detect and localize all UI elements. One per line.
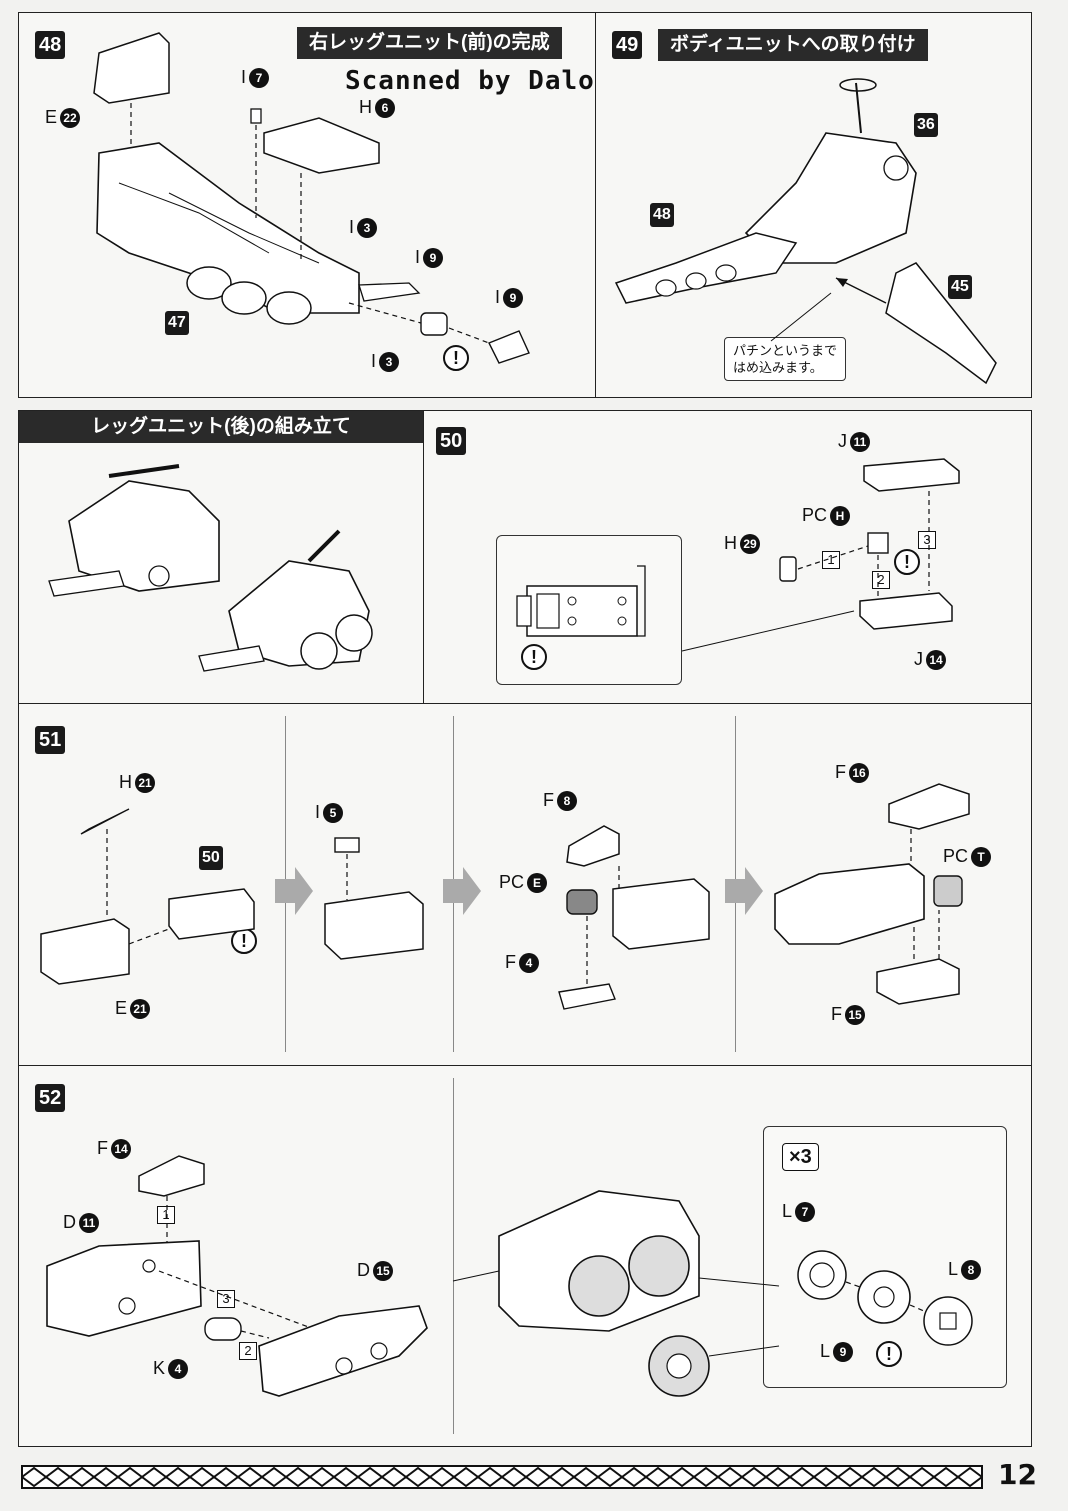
order-3: 3 (918, 531, 936, 549)
part-badge: T (971, 846, 992, 867)
ref-50: 50 (199, 846, 223, 870)
part-label-f8: F 8 (543, 790, 577, 811)
sub-step-47: 47 (165, 311, 189, 335)
wheel-inset: ×3 L 7 L 8 L 9 ! (763, 1126, 1007, 1388)
part-badge: 8 (557, 790, 577, 811)
inset-illustration (516, 565, 646, 637)
part-label-h21: H 21 (119, 772, 155, 793)
ref-45: 45 (948, 275, 972, 299)
part-label-pc-t: PC T (943, 846, 992, 867)
part-badge: 3 (379, 351, 400, 372)
ref-48: 48 (650, 203, 674, 227)
ref-36: 36 (914, 113, 938, 137)
step-50-panel: 50 J 11 PC H H 29 J 14 1 2 3 ! ! (423, 410, 1032, 704)
footer-chain-border (21, 1465, 983, 1489)
part-badge: 15 (845, 1004, 865, 1025)
rear-leg-section-title: レッグユニット(後)の組み立て (19, 411, 423, 443)
part-badge: 22 (60, 107, 81, 128)
step-52-panel: 52 F 14 D 11 D 15 K 4 1 2 3 ×3 L 7 L 8 L… (18, 1065, 1032, 1447)
part-label-j14: J 14 (914, 649, 946, 670)
part-badge: 11 (79, 1212, 99, 1233)
part-badge: 9 (503, 287, 524, 308)
step-50-illustration (681, 458, 960, 652)
part-badge: 21 (130, 998, 151, 1019)
part-label-i7: I 7 (241, 67, 270, 88)
part-badge: 3 (357, 217, 378, 238)
part-badge: 14 (111, 1138, 131, 1159)
part-label-i3b: I 3 (371, 351, 400, 372)
part-label-k4: K 4 (153, 1358, 189, 1379)
part-label-pc-e: PC E (499, 872, 548, 893)
part-label-f4: F 4 (505, 952, 539, 973)
part-label-i9b: I 9 (495, 287, 524, 308)
order-1: 1 (157, 1206, 175, 1224)
part-badge: 5 (323, 802, 344, 823)
part-label-l8: L 8 (948, 1259, 982, 1280)
body-attach-illustration (614, 78, 997, 385)
part-badge: 4 (519, 952, 539, 973)
step-49-title: ボディユニットへの取り付け (658, 29, 928, 61)
order-1: 1 (822, 551, 840, 569)
wheel-illustration (797, 1250, 973, 1346)
caution-icon: ! (521, 644, 547, 670)
part-badge: 15 (373, 1260, 393, 1281)
part-badge: 29 (740, 533, 760, 554)
part-badge: 7 (795, 1201, 816, 1222)
part-label-l7: L 7 (782, 1201, 816, 1222)
part-badge: 9 (833, 1341, 854, 1362)
part-label-f16: F 16 (835, 762, 869, 783)
part-label-pc-h: PC H (802, 505, 851, 526)
part-badge: 14 (926, 649, 946, 670)
step-51-panel: 51 H 21 E 21 50 ! I 5 F 8 PC E F 4 F 16 … (18, 703, 1032, 1066)
caution-icon: ! (894, 549, 920, 575)
step-51-number: 51 (35, 726, 66, 754)
step-48-panel: 48 右レッグユニット(前)の完成 E 22 I 7 H 6 I 3 I 9 I… (18, 12, 596, 398)
part-badge: 8 (961, 1259, 982, 1280)
caution-icon: ! (876, 1341, 902, 1367)
part-badge: 11 (850, 431, 870, 452)
step-49-panel: 49 ボディユニットへの取り付け 36 48 45 パチンというまで はめ込みま… (595, 12, 1032, 398)
caution-icon: ! (443, 345, 469, 371)
step-49-number: 49 (612, 31, 643, 59)
part-label-e21: E 21 (115, 998, 151, 1019)
step-50-number: 50 (436, 427, 467, 455)
part-badge: H (830, 505, 851, 526)
detail-inset: ! (496, 535, 682, 685)
part-badge: 4 (168, 1358, 189, 1379)
part-label-i9: I 9 (415, 247, 444, 268)
part-label-f15: F 15 (831, 1004, 865, 1025)
part-label-d15: D 15 (357, 1260, 393, 1281)
part-label-j11: J 11 (838, 431, 870, 452)
rear-leg-illustration (48, 464, 373, 672)
part-badge: E (527, 872, 548, 893)
part-label-l9: L 9 (820, 1341, 854, 1362)
part-badge: 16 (849, 762, 869, 783)
order-2: 2 (872, 571, 890, 589)
rear-leg-section-panel: レッグユニット(後)の組み立て (18, 410, 424, 704)
part-label-f14: F 14 (97, 1138, 131, 1159)
part-badge: 6 (375, 97, 395, 118)
step-48-number: 48 (35, 31, 66, 59)
page-number: 12 (998, 1458, 1037, 1491)
leg-front-illustration (93, 32, 530, 364)
caution-icon: ! (231, 928, 257, 954)
order-2: 2 (239, 1342, 257, 1360)
step-52-illustration (46, 1155, 780, 1397)
part-badge: 7 (249, 67, 270, 88)
step-48-title: 右レッグユニット(前)の完成 (297, 27, 562, 59)
step-52-number: 52 (35, 1084, 66, 1112)
part-label-h29: H 29 (724, 533, 760, 554)
part-label-i5: I 5 (315, 802, 344, 823)
part-badge: 21 (135, 772, 155, 793)
snap-note: パチンというまで はめ込みます。 (724, 337, 847, 381)
part-label-d11: D 11 (63, 1212, 99, 1233)
step-51-illustration (40, 783, 970, 1010)
part-label-h6: H 6 (359, 97, 395, 118)
part-badge: 9 (423, 247, 444, 268)
multiplier-badge: ×3 (782, 1143, 819, 1171)
part-label-i3: I 3 (349, 217, 378, 238)
part-label-e22: E 22 (45, 107, 81, 128)
